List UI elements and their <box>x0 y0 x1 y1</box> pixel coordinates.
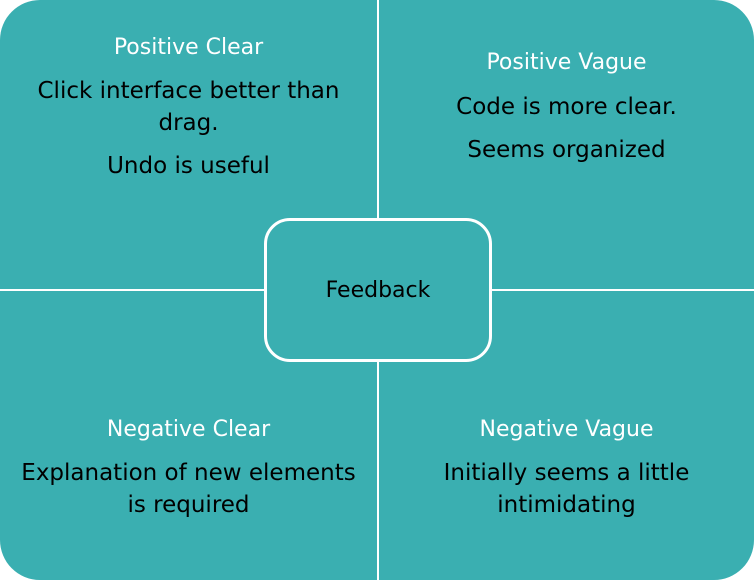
quadrant-positive-vague: Positive Vague Code is more clear. Seems… <box>379 0 754 289</box>
quadrant-title: Negative Clear <box>106 417 271 442</box>
quadrant-title: Negative Vague <box>479 417 654 442</box>
quadrant-positive-clear: Positive Clear Click interface better th… <box>0 0 377 289</box>
quadrant-item: Click interface better than drag. <box>37 78 340 136</box>
quadrant-title: Positive Vague <box>486 50 647 75</box>
quadrant-item: Explanation of new elements is required <box>21 460 356 518</box>
quadrant-item: Initially seems a little intimidating <box>443 460 690 518</box>
quadrant-item: Code is more clear. <box>456 94 677 120</box>
center-node-feedback: Feedback <box>264 218 492 362</box>
quadrant-title: Positive Clear <box>113 35 264 60</box>
quadrant-item: Undo is useful <box>107 153 270 179</box>
center-label: Feedback <box>325 277 431 303</box>
quadrant-item: Seems organized <box>467 137 666 163</box>
